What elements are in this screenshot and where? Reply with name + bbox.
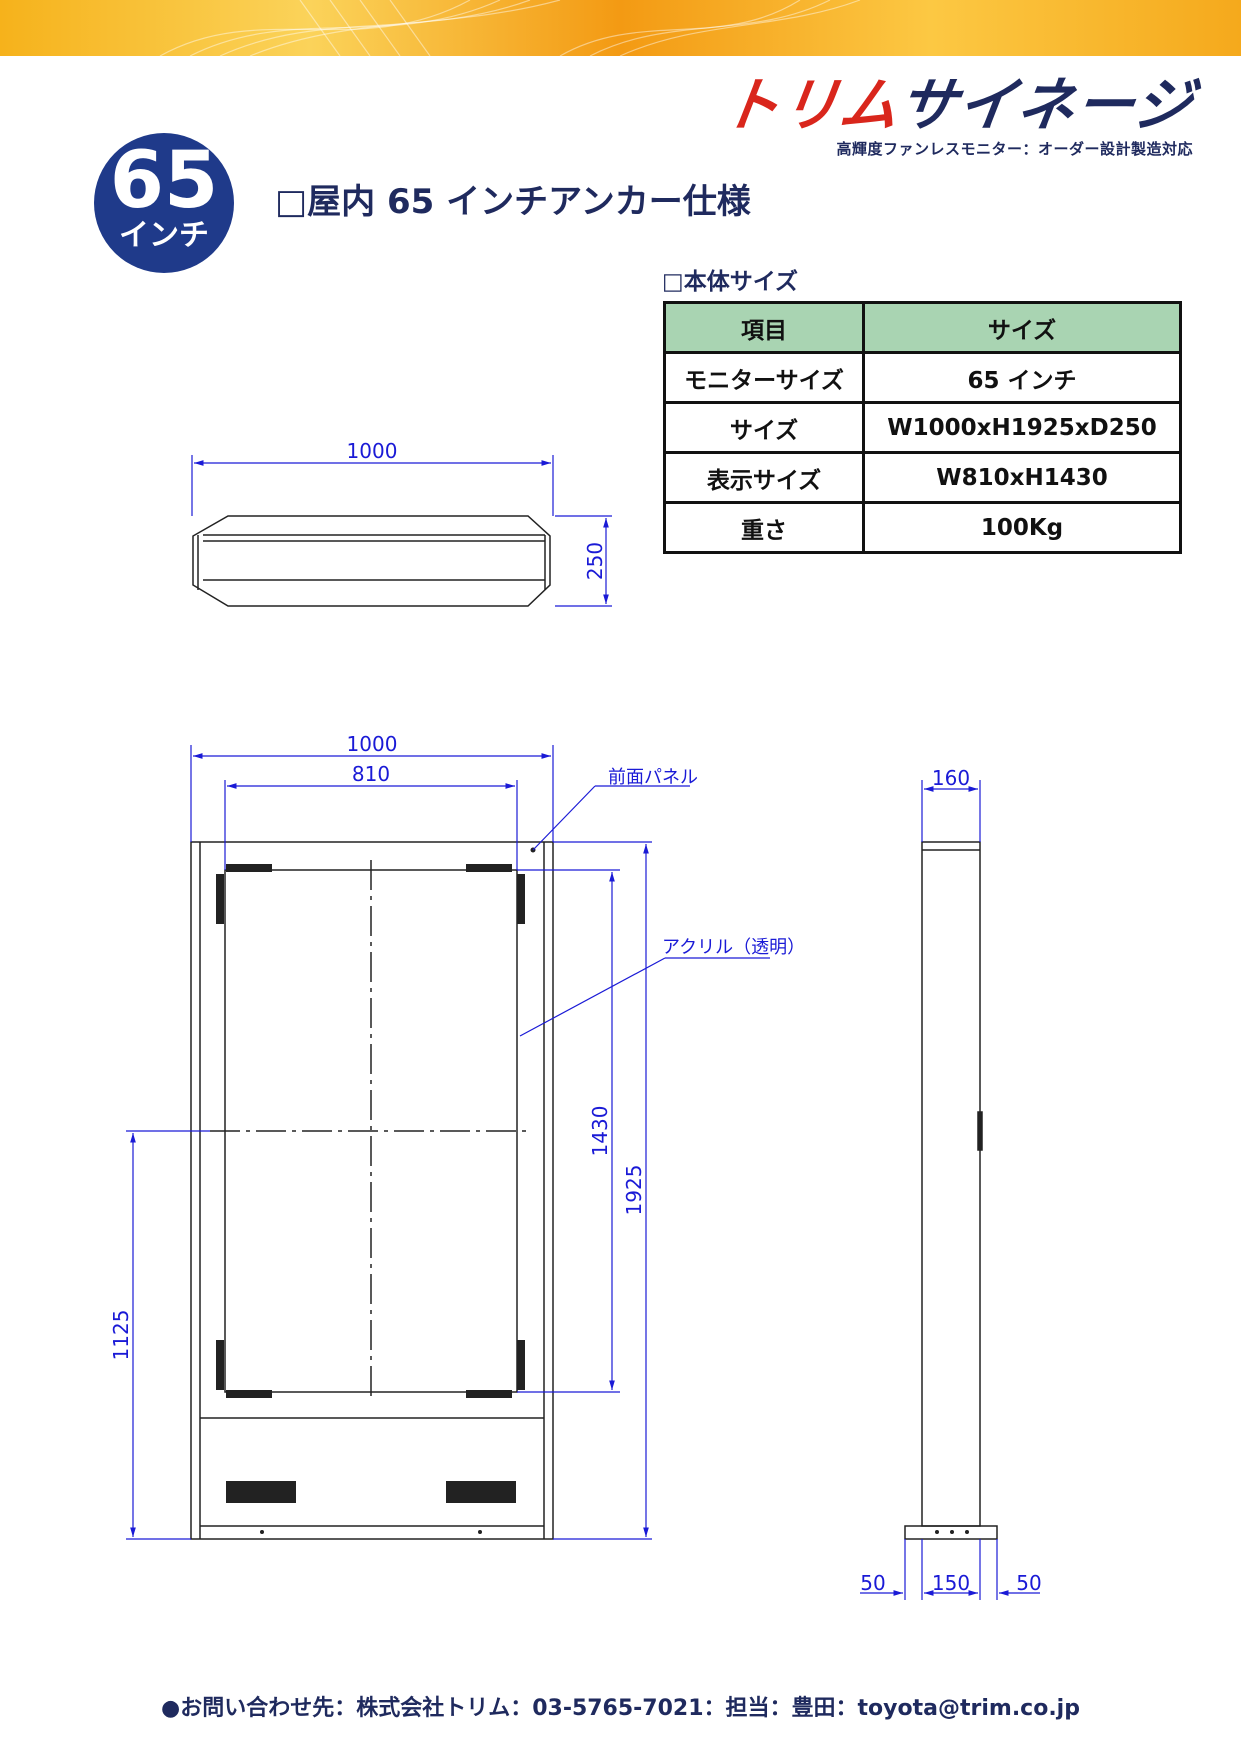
contact-info: ●お問い合わせ先：株式会社トリム：03-5765-7021：担当：豊田：toyo… [161, 1696, 1080, 1721]
top-view-dimensions [191, 455, 612, 607]
side-view-dimensions [860, 780, 1040, 1600]
header-banner [0, 0, 1241, 56]
badge-number: 65 [109, 136, 219, 226]
top-view [192, 515, 551, 607]
front-view [190, 841, 554, 1540]
total-height-label: 1925 [622, 1165, 646, 1216]
spec-cell-label: サイズ [663, 401, 865, 454]
top-width-label: 1000 [347, 439, 398, 463]
spec-cell-value: W1000xH1925xD250 [862, 401, 1182, 454]
side-depth-label: 160 [932, 766, 970, 790]
page-title: □屋内 65 インチアンカー仕様 [275, 182, 751, 222]
spec-header-size: サイズ [862, 301, 1182, 354]
spec-cell-value: 100Kg [862, 501, 1182, 554]
brand-tagline: 高輝度ファンレスモニター：オーダー設計製造対応 [836, 140, 1193, 158]
base-center-label: 150 [932, 1571, 970, 1595]
front-width-label: 1000 [347, 732, 398, 756]
side-view [904, 841, 998, 1540]
spec-cell-label: モニターサイズ [663, 351, 865, 404]
top-depth-label: 250 [583, 542, 607, 580]
front-view-vents [216, 847, 536, 1534]
table-row: サイズ W1000xH1925xD250 [663, 401, 1182, 454]
banner-wave-decoration [159, 0, 861, 56]
display-height-label: 1430 [588, 1106, 612, 1157]
spec-cell-label: 重さ [663, 501, 865, 554]
spec-header-row: 項目 サイズ [663, 301, 1182, 354]
spec-cell-value: 65 インチ [862, 351, 1182, 404]
spec-cell-value: W810xH1430 [862, 451, 1182, 504]
acrylic-label: アクリル（透明） [662, 937, 805, 958]
spec-cell-label: 表示サイズ [663, 451, 865, 504]
table-row: 表示サイズ W810xH1430 [663, 451, 1182, 504]
badge-unit: インチ [119, 218, 209, 253]
base-left-label: 50 [860, 1571, 885, 1595]
size-badge: 65 インチ [94, 133, 234, 273]
table-row: モニターサイズ 65 インチ [663, 351, 1182, 404]
front-panel-label: 前面パネル [608, 767, 698, 788]
brand-block: トリムサイネージ 高輝度ファンレスモニター：オーダー設計製造対応 [717, 71, 1197, 159]
table-row: 重さ 100Kg [663, 501, 1182, 554]
base-right-label: 50 [1016, 1571, 1041, 1595]
center-height-label: 1125 [109, 1310, 133, 1361]
spec-heading: □本体サイズ [662, 269, 799, 295]
side-view-base-holes [935, 1530, 969, 1534]
spec-header-item: 項目 [663, 301, 865, 354]
front-view-dimensions [126, 745, 770, 1540]
display-width-label: 810 [352, 762, 390, 786]
spec-table: 項目 サイズ モニターサイズ 65 インチ サイズ W1000xH1925xD2… [663, 301, 1182, 554]
